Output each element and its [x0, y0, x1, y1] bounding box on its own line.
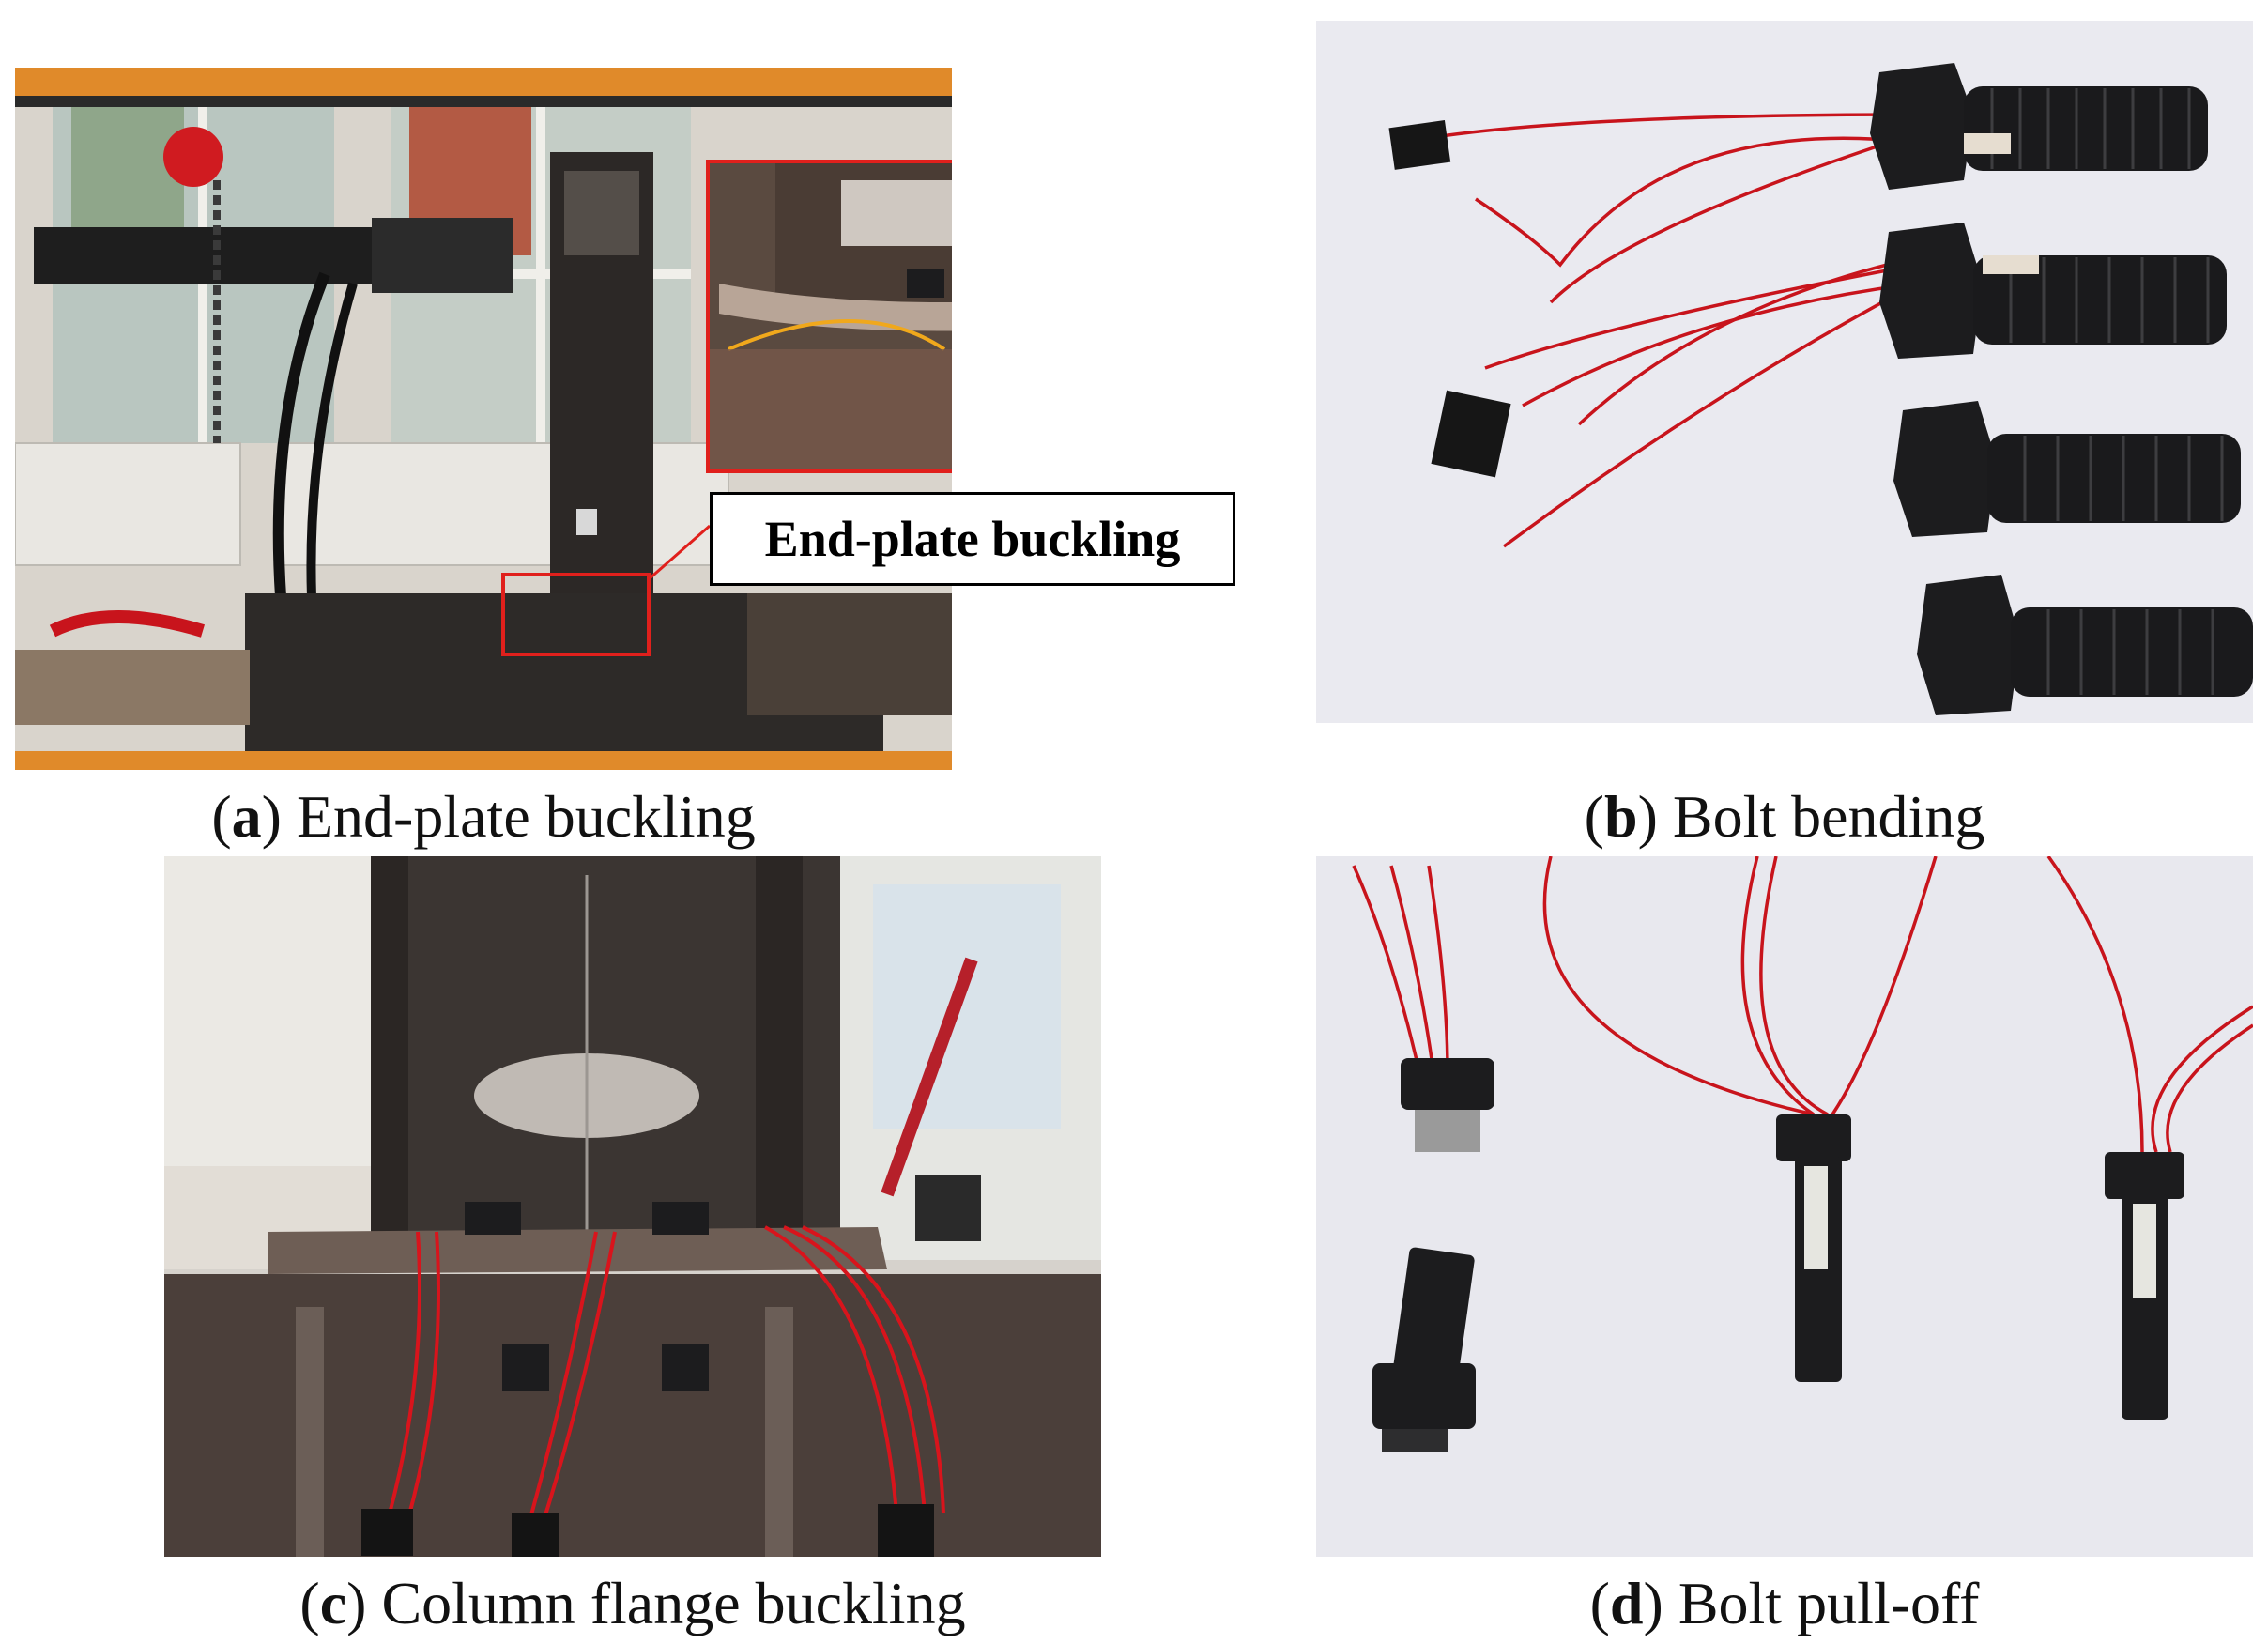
- caption-b: (b) Bolt bending: [1584, 783, 1985, 850]
- caption-a: (a) End-plate buckling: [211, 783, 756, 850]
- caption-c: (c) Column flange buckling: [299, 1570, 966, 1636]
- caption-d-text: Bolt pull-off: [1678, 1570, 1980, 1636]
- caption-a-letter: a: [231, 783, 262, 850]
- caption-d: (d) Bolt pull-off: [1589, 1570, 1980, 1636]
- photo-bolt-bending: [1316, 21, 2253, 723]
- caption-b-letter: b: [1603, 783, 1638, 850]
- photo-column-flange-buckling: [164, 856, 1101, 1557]
- caption-d-letter: d: [1609, 1570, 1644, 1636]
- caption-a-text: End-plate buckling: [296, 783, 756, 850]
- photo-bolt-pull-off: [1316, 856, 2253, 1557]
- photo-test-rig-end-plate-buckling: [15, 68, 952, 770]
- caption-c-letter: c: [319, 1570, 347, 1636]
- caption-c-text: Column flange buckling: [381, 1570, 966, 1636]
- caption-b-text: Bolt bending: [1672, 783, 1985, 850]
- callout-label: End-plate buckling: [710, 492, 1235, 586]
